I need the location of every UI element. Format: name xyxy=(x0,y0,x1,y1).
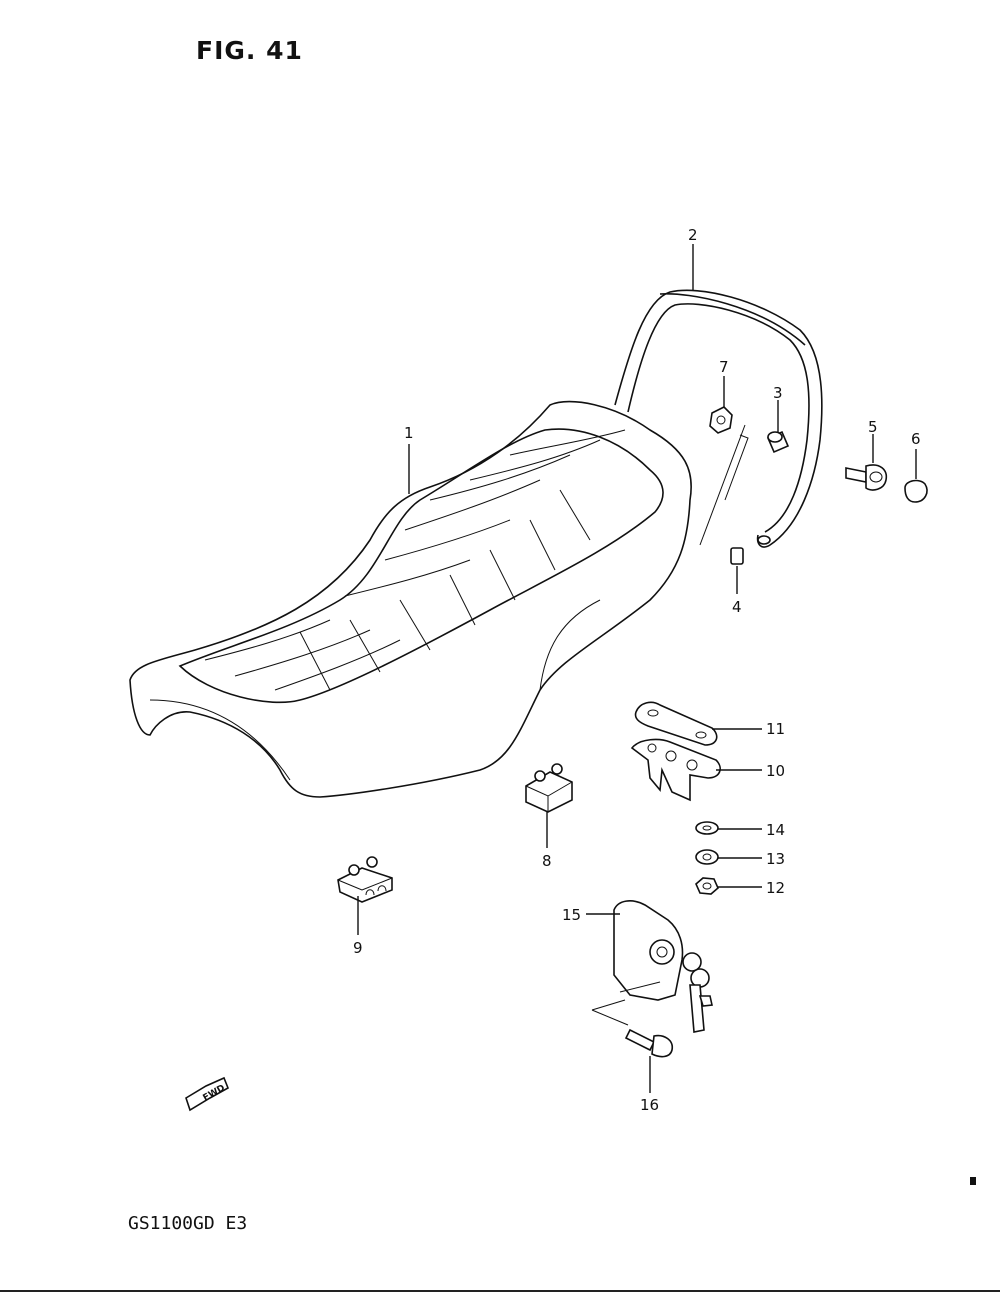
callout-16: 16 xyxy=(640,1096,659,1114)
callout-3: 3 xyxy=(773,384,783,402)
callout-11: 11 xyxy=(766,720,785,738)
callout-12: 12 xyxy=(766,879,785,897)
plate-part-11 xyxy=(634,701,718,746)
callout-5: 5 xyxy=(868,418,878,436)
grab-rail-part xyxy=(614,289,823,548)
spring-washer-part-13 xyxy=(695,849,719,865)
callout-13: 13 xyxy=(766,850,785,868)
cushion-part-8 xyxy=(525,763,573,813)
bushing-part-3 xyxy=(766,430,790,454)
cap-part-6 xyxy=(904,479,928,503)
callout-2: 2 xyxy=(688,226,698,244)
bottom-rule xyxy=(0,1290,1000,1292)
callout-10: 10 xyxy=(766,762,785,780)
callout-6: 6 xyxy=(911,430,921,448)
bolt-part-5 xyxy=(845,464,888,491)
callout-14: 14 xyxy=(766,821,785,839)
callout-15: 15 xyxy=(562,906,581,924)
bracket-part-10 xyxy=(630,738,721,802)
figure-title: FIG. 41 xyxy=(196,36,303,65)
callout-9: 9 xyxy=(353,939,363,957)
bolt-part-16 xyxy=(624,1028,674,1058)
callout-1: 1 xyxy=(404,424,414,442)
callout-7: 7 xyxy=(719,358,729,376)
nut-part-7 xyxy=(709,406,733,434)
nut-part-12 xyxy=(695,877,719,895)
callout-4: 4 xyxy=(732,598,742,616)
model-code: GS1100GD E3 xyxy=(128,1213,248,1234)
page-marker xyxy=(970,1177,976,1185)
forward-arrow-icon: FWD xyxy=(185,1076,230,1112)
washer-part-14 xyxy=(695,821,719,835)
seat-part xyxy=(129,400,692,798)
callout-8: 8 xyxy=(542,852,552,870)
cushion-part-4 xyxy=(730,547,744,565)
seat-lock-part-15 xyxy=(613,900,713,1033)
cushion-part-9 xyxy=(337,856,393,903)
